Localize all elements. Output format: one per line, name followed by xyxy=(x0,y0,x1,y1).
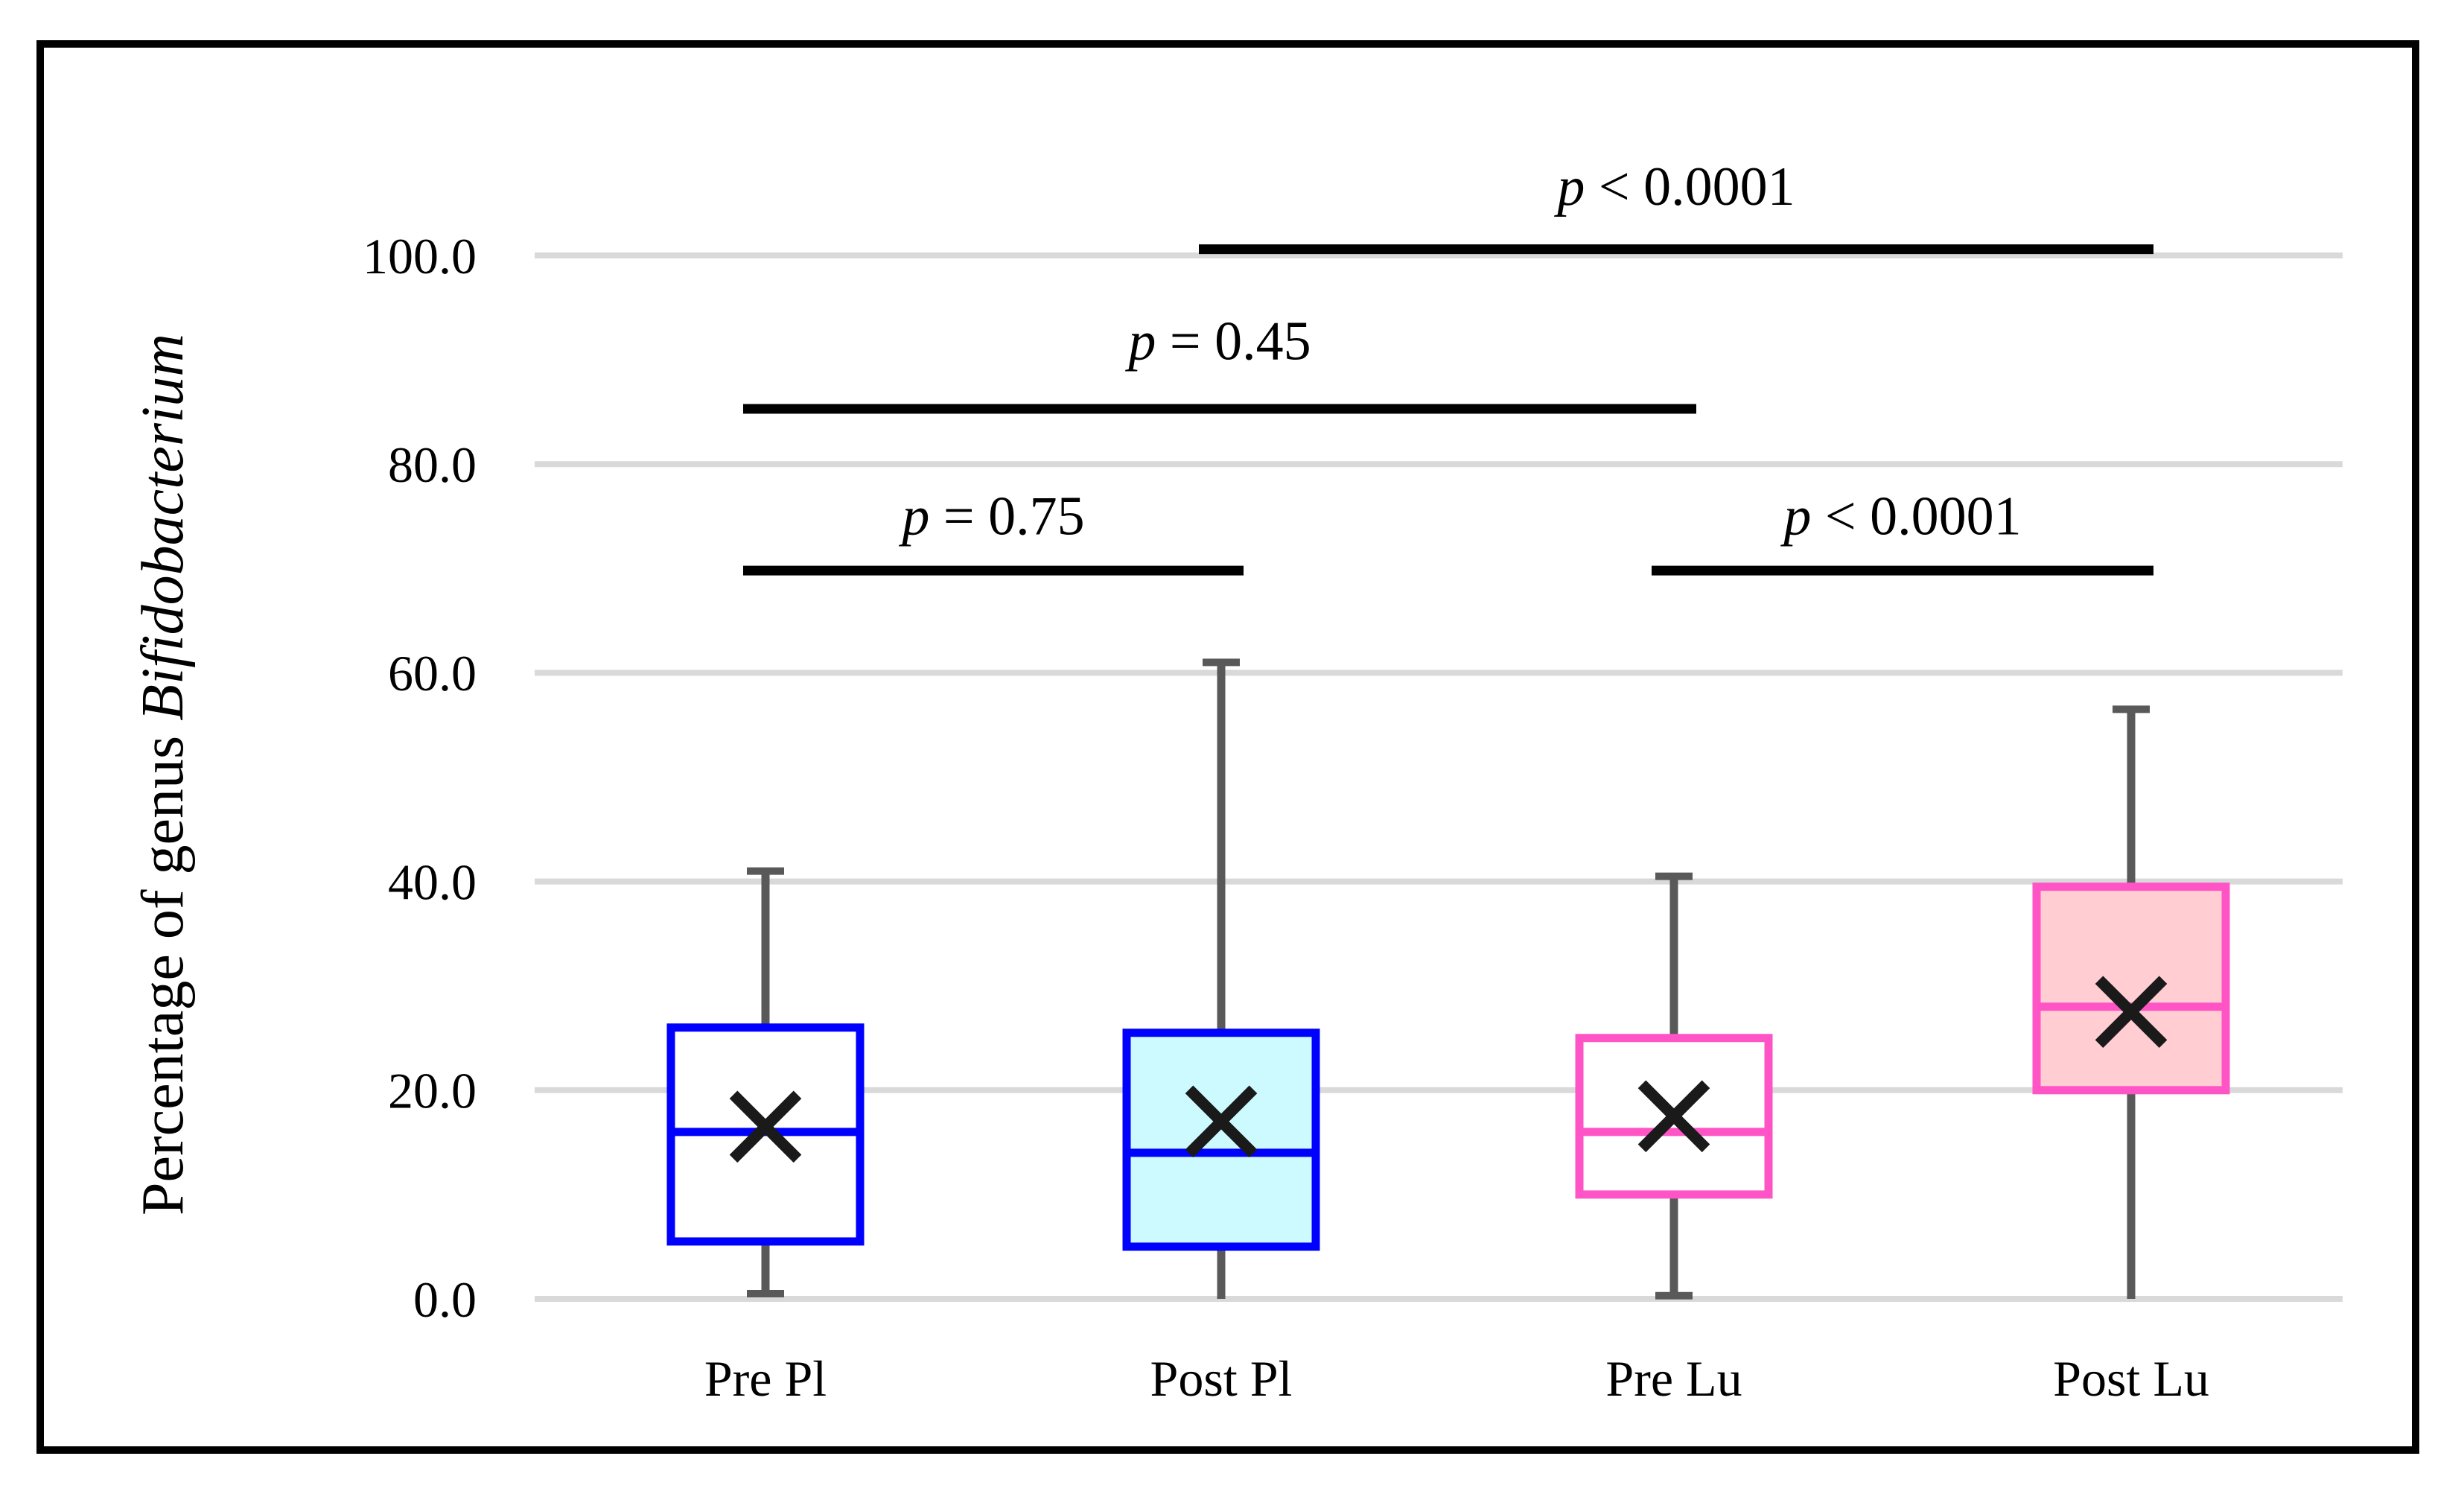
significance-pre-lu-vs-post-lu: p < 0.0001 xyxy=(1652,486,2153,576)
p-comparison: < 0.0001 xyxy=(1811,486,2021,547)
box-post-lu xyxy=(2032,705,2230,1299)
mean-x-marker xyxy=(729,1090,802,1163)
x-category-label: Post Pl xyxy=(1150,1350,1293,1407)
chart-frame xyxy=(36,40,2419,1454)
boxes-layer xyxy=(666,658,2230,1300)
p-value-label: p = 0.75 xyxy=(898,486,1084,547)
mean-x-marker xyxy=(1637,1080,1710,1153)
p-symbol: p xyxy=(1780,486,1811,547)
mean-x-marker xyxy=(1185,1085,1258,1158)
p-comparison: = 0.45 xyxy=(1156,311,1311,372)
p-value-label: p = 0.45 xyxy=(1124,311,1311,372)
chart-border xyxy=(36,40,2419,1454)
significance-pre-pl-vs-pre-lu: p = 0.45 xyxy=(743,311,1696,414)
x-category-label: Pre Pl xyxy=(704,1350,827,1407)
p-symbol: p xyxy=(1553,156,1585,217)
x-category-labels-layer: Pre Pl Post Pl Pre Lu Post Lu xyxy=(704,1350,2209,1407)
significance-pre-pl-vs-post-pl: p = 0.75 xyxy=(743,486,1244,576)
y-tick-label: 20.0 xyxy=(388,1063,477,1119)
p-symbol: p xyxy=(898,486,929,547)
significance-post-pl-vs-post-lu: p < 0.0001 xyxy=(1199,156,2153,255)
y-axis-title-roman: Percentage of genus xyxy=(130,721,196,1215)
y-tick-labels-layer: 100.0 80.0 60.0 40.0 20.0 0.0 xyxy=(363,228,477,1328)
y-axis-title: Percentage of genus Bifidobacterium xyxy=(130,334,196,1215)
p-value-label: p < 0.0001 xyxy=(1553,156,1795,217)
p-symbol: p xyxy=(1124,311,1156,372)
box-pre-pl xyxy=(666,867,865,1297)
y-tick-label: 80.0 xyxy=(388,436,477,493)
box-post-pl xyxy=(1122,658,1320,1299)
iqr-box xyxy=(2032,883,2230,1095)
p-comparison: < 0.0001 xyxy=(1585,156,1795,217)
iqr-box xyxy=(1122,1029,1320,1251)
mean-x-marker xyxy=(2095,976,2168,1049)
y-tick-label: 60.0 xyxy=(388,645,477,702)
y-tick-label: 100.0 xyxy=(363,228,477,284)
p-value-label: p < 0.0001 xyxy=(1780,486,2021,547)
y-tick-label: 40.0 xyxy=(388,853,477,910)
p-comparison: = 0.75 xyxy=(929,486,1084,547)
box-pre-lu xyxy=(1575,872,1773,1300)
x-category-label: Pre Lu xyxy=(1605,1350,1742,1407)
y-axis-title-italic: Bifidobacterium xyxy=(130,334,196,721)
x-category-label: Post Lu xyxy=(2053,1350,2209,1407)
y-tick-label: 0.0 xyxy=(413,1271,477,1328)
